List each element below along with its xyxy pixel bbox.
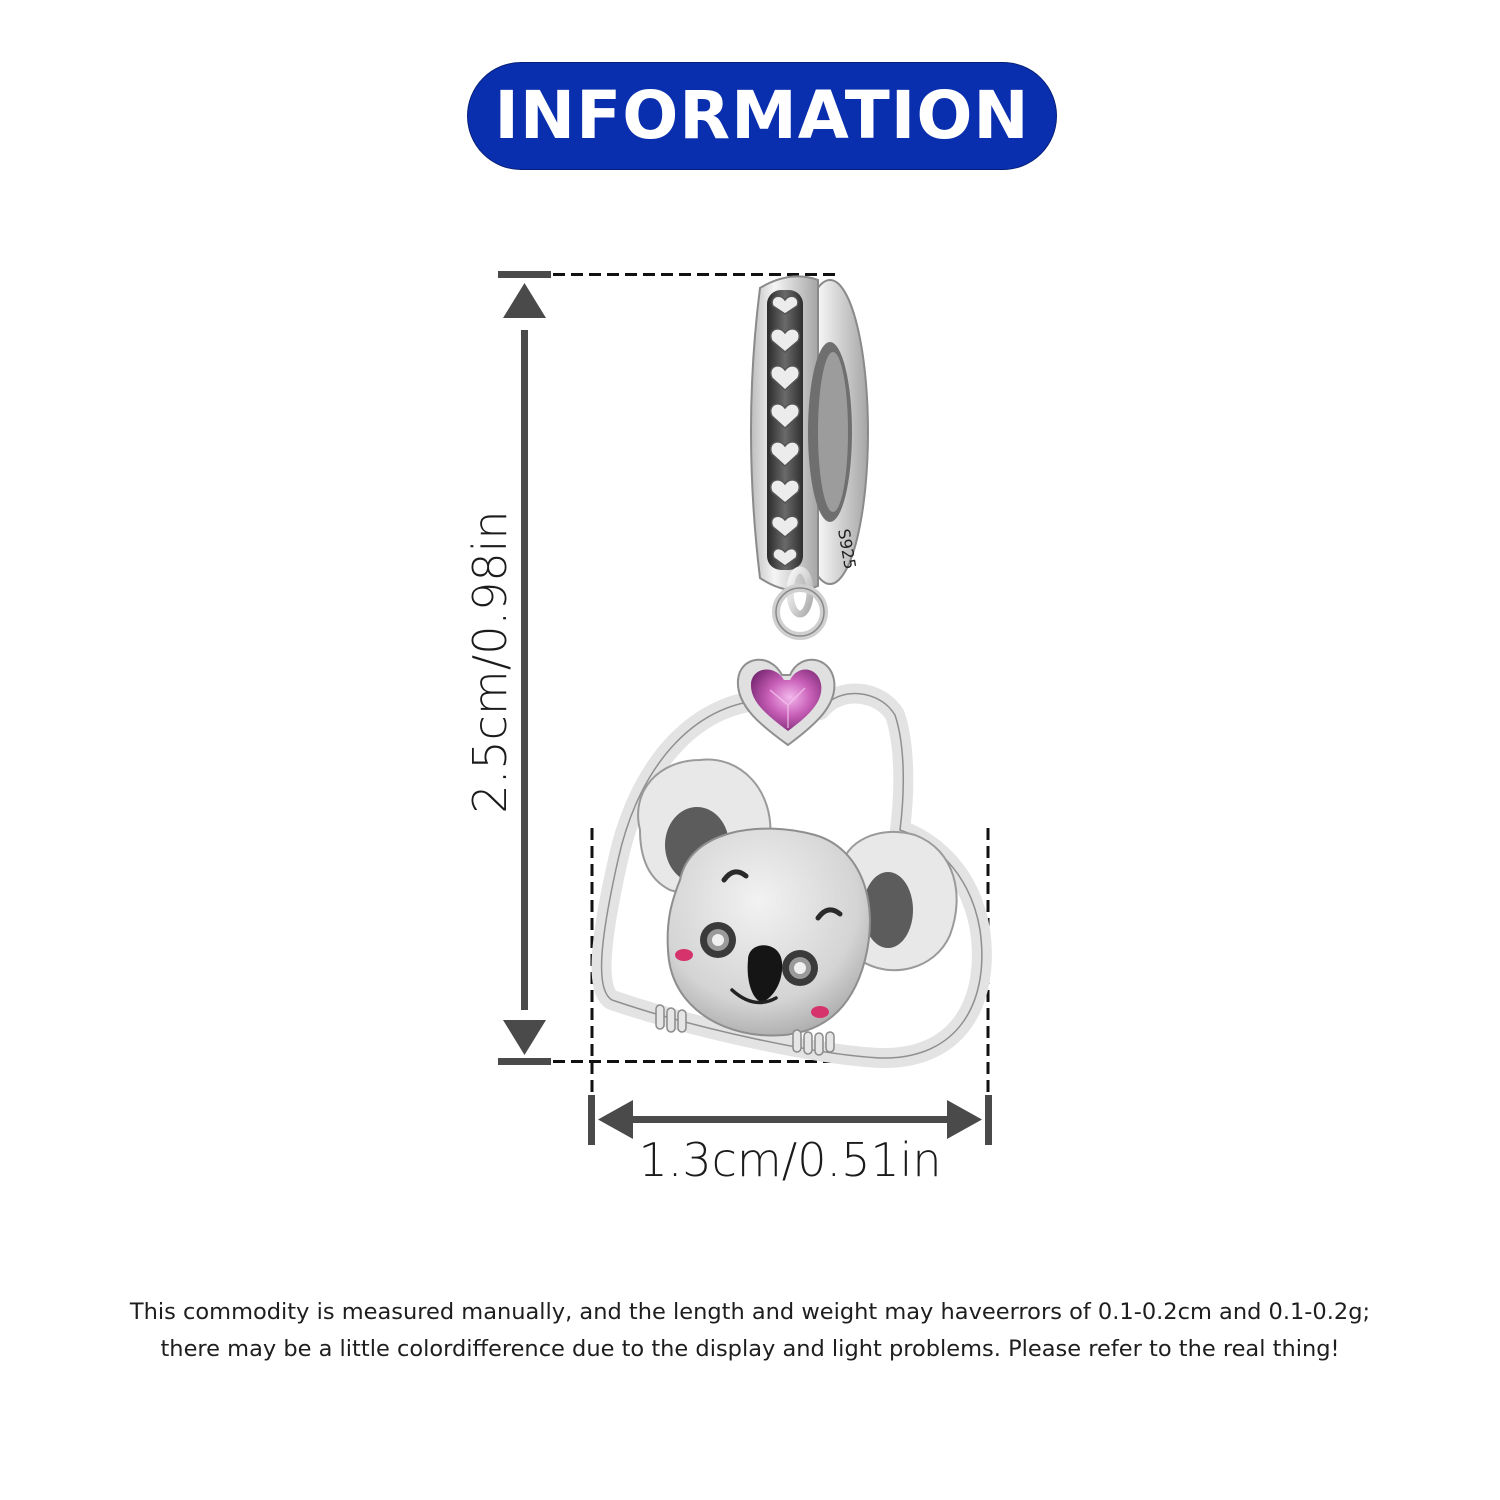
arrow-left-icon bbox=[598, 1100, 633, 1139]
koala-nose bbox=[747, 945, 783, 1002]
arrow-down-icon bbox=[503, 1020, 546, 1055]
koala-eyes bbox=[700, 922, 818, 986]
banner-title: INFORMATION bbox=[494, 77, 1030, 154]
pink-heart-gem bbox=[750, 669, 822, 731]
arrow-up-icon bbox=[503, 283, 546, 318]
charm-illustration: S925 bbox=[591, 275, 992, 1069]
height-dimension bbox=[498, 271, 838, 1065]
top-cap bbox=[498, 271, 551, 278]
left-cap bbox=[588, 1095, 595, 1145]
koala-head bbox=[666, 827, 871, 1037]
measurement-disclaimer: This commodity is measured manually, and… bbox=[0, 1294, 1500, 1368]
height-shaft bbox=[521, 330, 528, 1010]
bottom-cap bbox=[498, 1058, 551, 1065]
width-measurement-label: 1.3cm/0.51in bbox=[638, 1133, 942, 1187]
disclaimer-line-2: there may be a little colordifference du… bbox=[160, 1336, 1340, 1362]
right-blush bbox=[811, 1006, 829, 1018]
height-measurement-label: 2.5cm/0.98in bbox=[463, 510, 517, 814]
right-cap bbox=[985, 1095, 992, 1145]
bead-bail: S925 bbox=[750, 275, 869, 592]
koala-paws bbox=[655, 1004, 835, 1056]
width-shaft bbox=[630, 1116, 950, 1123]
disclaimer-line-1: This commodity is measured manually, and… bbox=[129, 1299, 1371, 1325]
information-banner: INFORMATION bbox=[467, 62, 1057, 170]
left-blush bbox=[675, 949, 693, 961]
heart-pattern bbox=[770, 295, 800, 567]
arrow-right-icon bbox=[947, 1100, 982, 1139]
